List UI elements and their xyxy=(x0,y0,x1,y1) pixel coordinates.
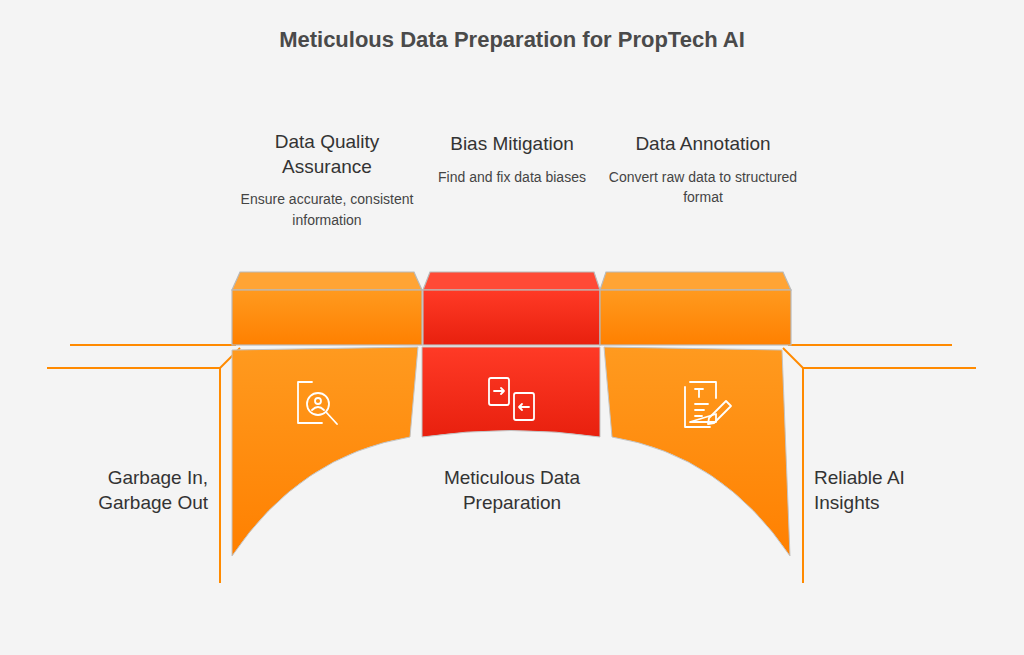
deck-blocks xyxy=(232,272,791,345)
side-lines xyxy=(47,345,976,583)
deck-top xyxy=(423,272,600,290)
icon-document xyxy=(298,382,322,423)
right-deck-line xyxy=(788,344,952,346)
step-heading: Data Annotation xyxy=(608,132,798,157)
step-description: Ensure accurate, consistent information xyxy=(232,189,422,230)
left-bank-line xyxy=(47,368,220,583)
bias-icon xyxy=(489,378,534,420)
icon-arrow-right xyxy=(494,388,504,394)
icon-handle xyxy=(326,412,337,424)
right-bank-line xyxy=(803,368,976,583)
bridge-label: Meticulous Data Preparation xyxy=(412,466,612,515)
deck-block xyxy=(232,290,422,345)
step-heading: Data Quality Assurance xyxy=(232,130,422,179)
bridge-label: Reliable AI Insights xyxy=(814,466,964,515)
step-block: Data AnnotationConvert raw data to struc… xyxy=(608,132,798,207)
icon-t-mark xyxy=(695,389,703,397)
diagram-title: Meticulous Data Preparation for PropTech… xyxy=(0,27,1024,53)
arch-stones xyxy=(232,347,790,556)
icon-person-body xyxy=(312,407,324,410)
step-description: Find and fix data biases xyxy=(423,167,601,187)
quality-icon xyxy=(298,382,337,424)
bridge-label: Garbage In, Garbage Out xyxy=(58,466,208,515)
arch-keystone xyxy=(422,347,600,437)
step-block: Bias MitigationFind and fix data biases xyxy=(423,132,601,187)
deck-block xyxy=(423,290,600,345)
arch-stone xyxy=(232,347,418,556)
deck-top xyxy=(600,272,791,290)
icon-back-page xyxy=(685,387,710,427)
icon-pen xyxy=(708,401,731,424)
icon-card xyxy=(489,378,509,405)
step-heading: Bias Mitigation xyxy=(423,132,601,157)
step-block: Data Quality AssuranceEnsure accurate, c… xyxy=(232,130,422,230)
icon-arrow-left xyxy=(519,404,529,410)
annotation-icon xyxy=(685,382,731,427)
deck-block xyxy=(600,290,791,345)
step-description: Convert raw data to structured format xyxy=(608,167,798,208)
deck-top xyxy=(232,272,422,290)
icon-card xyxy=(514,393,534,420)
icon-text-lines xyxy=(695,404,708,416)
left-deck-line xyxy=(70,344,236,346)
icon-person-head xyxy=(315,398,321,404)
right-bank-joint xyxy=(783,348,803,368)
arch-stone xyxy=(604,347,790,556)
